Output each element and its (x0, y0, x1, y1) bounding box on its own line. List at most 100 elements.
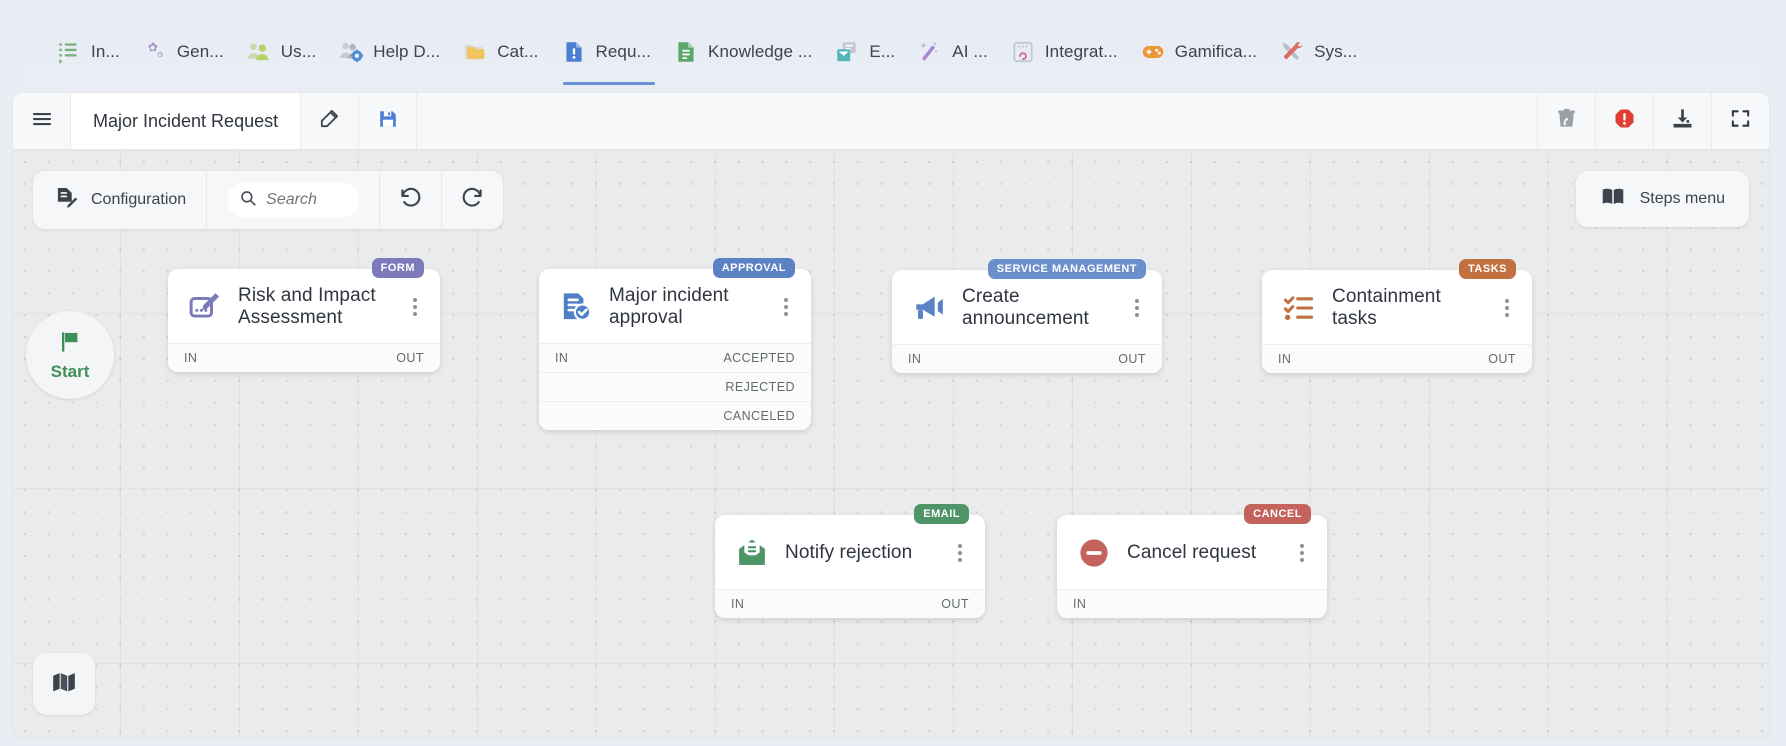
node-header: Create announcement (892, 270, 1162, 344)
nav-item-gamification[interactable]: Gamifica... (1132, 24, 1271, 80)
hamburger-menu-button[interactable] (13, 93, 71, 149)
node-badge: CANCEL (1244, 504, 1311, 524)
search-cell[interactable] (207, 171, 381, 229)
nav-item-label: Cat... (497, 42, 539, 61)
help-desk-icon (338, 39, 364, 65)
node-menu-icon[interactable] (406, 298, 426, 316)
delete-restore-icon (1555, 107, 1578, 135)
node-title: Create announcement (962, 286, 1089, 329)
steps-menu-label: Steps menu (1639, 190, 1725, 207)
nav-item-incidents[interactable]: In... (48, 24, 134, 80)
nav-item-label: Gamifica... (1174, 42, 1258, 61)
node-badge: SERVICE MANAGEMENT (987, 259, 1146, 279)
megaphone-icon (912, 291, 946, 325)
nav-item-label: Gen... (176, 42, 224, 61)
nav-item-system[interactable]: Sys... (1271, 24, 1371, 80)
node-menu-icon[interactable] (951, 544, 971, 562)
knowledge-base-icon (673, 39, 699, 65)
configuration-button[interactable]: Configuration (33, 171, 208, 229)
nav-item-knowledge[interactable]: Knowledge ... (665, 24, 826, 80)
form-edit-icon (188, 290, 222, 324)
redo-button[interactable] (442, 171, 503, 229)
nav-item-general[interactable]: Gen... (134, 24, 238, 80)
download-icon (1671, 107, 1694, 135)
nav-item-integrations[interactable]: Integrat... (1002, 24, 1132, 80)
port-out-label: OUT (1488, 352, 1516, 366)
start-node[interactable]: Start (26, 311, 114, 399)
node-header: Major incident approval (539, 269, 811, 343)
node-menu-icon[interactable] (777, 298, 797, 316)
node-notify-rejection[interactable]: EMAIL Notify rejection IN OUT (715, 504, 985, 618)
requests-document-icon (561, 39, 587, 65)
node-menu-icon[interactable] (1293, 544, 1313, 562)
node-port-row: IN OUT (168, 343, 440, 372)
page-title: Major Incident Request (93, 110, 279, 131)
error-alert-icon (1613, 107, 1636, 135)
undo-button[interactable] (380, 171, 443, 229)
node-header: Containment tasks (1262, 270, 1532, 344)
node-badge: EMAIL (914, 504, 969, 524)
save-button[interactable] (359, 93, 418, 149)
integrations-icon (1010, 39, 1036, 65)
node-risk-assessment[interactable]: FORM Risk and Impact Assessment IN OUT (168, 258, 440, 372)
book-icon (1600, 184, 1626, 215)
port-in-label: IN (1073, 597, 1087, 611)
nav-item-ai[interactable]: AI ... (909, 24, 1002, 80)
undo-icon (398, 185, 423, 215)
port-in-label: IN (555, 351, 569, 365)
map-icon (51, 669, 77, 700)
fullscreen-button[interactable] (1711, 93, 1769, 149)
catalog-folder-icon (462, 39, 488, 65)
port-in-label: IN (908, 352, 922, 366)
minimap-button[interactable] (33, 653, 95, 715)
start-node-label: Start (50, 361, 90, 381)
node-header: Notify rejection (715, 515, 985, 589)
nav-item-help-desk[interactable]: Help D... (330, 24, 454, 80)
node-major-incident-approval[interactable]: APPROVAL Major incident approval IN ACCE… (539, 258, 811, 430)
port-out-label: ACCEPTED (723, 351, 795, 365)
port-out-label: OUT (941, 597, 969, 611)
edit-button[interactable] (301, 93, 360, 149)
node-title: Cancel request (1127, 542, 1257, 564)
checklist-icon (1282, 291, 1316, 325)
node-port-row: IN OUT (1262, 344, 1532, 373)
search-input[interactable] (266, 191, 355, 209)
port-in-label: IN (731, 597, 745, 611)
node-menu-icon[interactable] (1498, 299, 1518, 317)
node-menu-icon[interactable] (1128, 299, 1148, 317)
system-tools-icon (1279, 39, 1305, 65)
incidents-icon (56, 39, 82, 65)
cancel-minus-icon (1077, 536, 1111, 570)
node-port-row: IN OUT (892, 344, 1162, 373)
nav-item-users[interactable]: Us... (238, 24, 330, 80)
top-navigation-bar: In... Gen... Us... Help D... Cat... Requ… (22, 16, 1764, 88)
node-create-announcement[interactable]: SERVICE MANAGEMENT Create announcement I… (892, 259, 1162, 373)
node-header: Cancel request (1057, 515, 1327, 589)
edit-pencil-icon (318, 107, 341, 135)
nav-item-label: Us... (280, 42, 317, 61)
header-spacer (417, 93, 1537, 149)
download-button[interactable] (1653, 93, 1711, 149)
error-alert-button[interactable] (1595, 93, 1653, 149)
search-input-wrapper[interactable] (227, 182, 360, 218)
nav-item-label: Help D... (373, 42, 441, 61)
configuration-document-icon (53, 185, 79, 216)
flag-icon (57, 329, 83, 360)
approval-check-icon (559, 290, 593, 324)
node-containment-tasks[interactable]: TASKS Containment tasks IN OUT (1262, 259, 1532, 373)
node-header: Risk and Impact Assessment (168, 269, 440, 343)
nav-item-label: In... (91, 42, 120, 61)
nav-item-catalog[interactable]: Cat... (454, 24, 552, 80)
nav-item-label: Integrat... (1044, 42, 1118, 61)
delete-restore-button[interactable] (1537, 93, 1595, 149)
node-cancel-request[interactable]: CANCEL Cancel request IN (1057, 504, 1327, 618)
workflow-canvas[interactable]: Configuration Steps menu (12, 150, 1770, 738)
nav-item-email[interactable]: E... (826, 24, 909, 80)
node-badge: TASKS (1459, 259, 1516, 279)
port-in-label: IN (184, 351, 198, 365)
steps-menu-button[interactable]: Steps menu (1575, 171, 1749, 227)
users-icon (246, 39, 272, 65)
save-disk-icon (377, 108, 399, 135)
port-out-label: OUT (1118, 352, 1146, 366)
nav-item-requests[interactable]: Requ... (553, 24, 666, 85)
